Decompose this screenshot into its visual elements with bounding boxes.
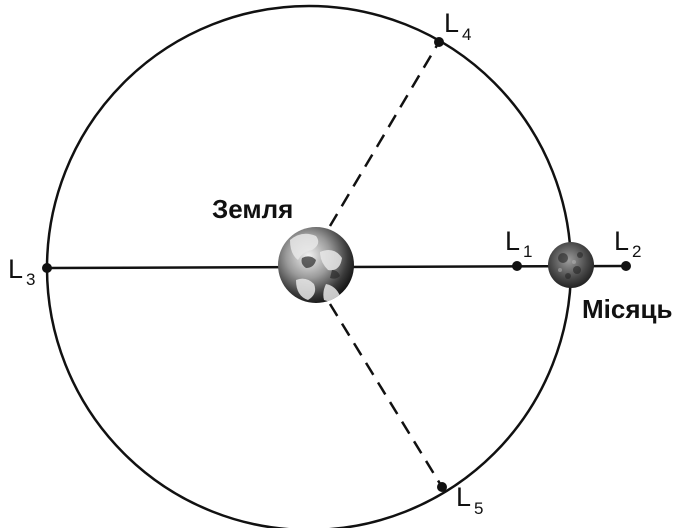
l5-index: 5 [474,499,483,518]
l1-label: L 1 [505,226,532,261]
l1-point [512,261,522,271]
l4-label: L 4 [444,8,471,44]
l2-label: L 2 [614,226,641,261]
l4-index: 4 [462,25,471,44]
l3-point [42,263,52,273]
l3-label: L 3 [8,254,35,289]
l3-index: 3 [26,270,35,289]
l5-letter: L [456,482,471,512]
l1-index: 1 [523,242,532,261]
l5-point [437,482,447,492]
l2-point [621,261,631,271]
l5-label: L 5 [456,482,483,518]
earth-icon [278,227,354,303]
l4-letter: L [444,8,459,38]
l2-index: 2 [632,242,641,261]
l4-point [434,37,444,47]
moon-icon [548,242,594,288]
dashed-line-to-l5 [330,304,442,487]
moon-label: Місяць [582,294,672,324]
dashed-line-to-l4 [330,42,439,226]
earth-label: Земля [212,194,293,224]
l3-letter: L [8,254,23,284]
l1-letter: L [505,226,520,256]
l2-letter: L [614,226,629,256]
